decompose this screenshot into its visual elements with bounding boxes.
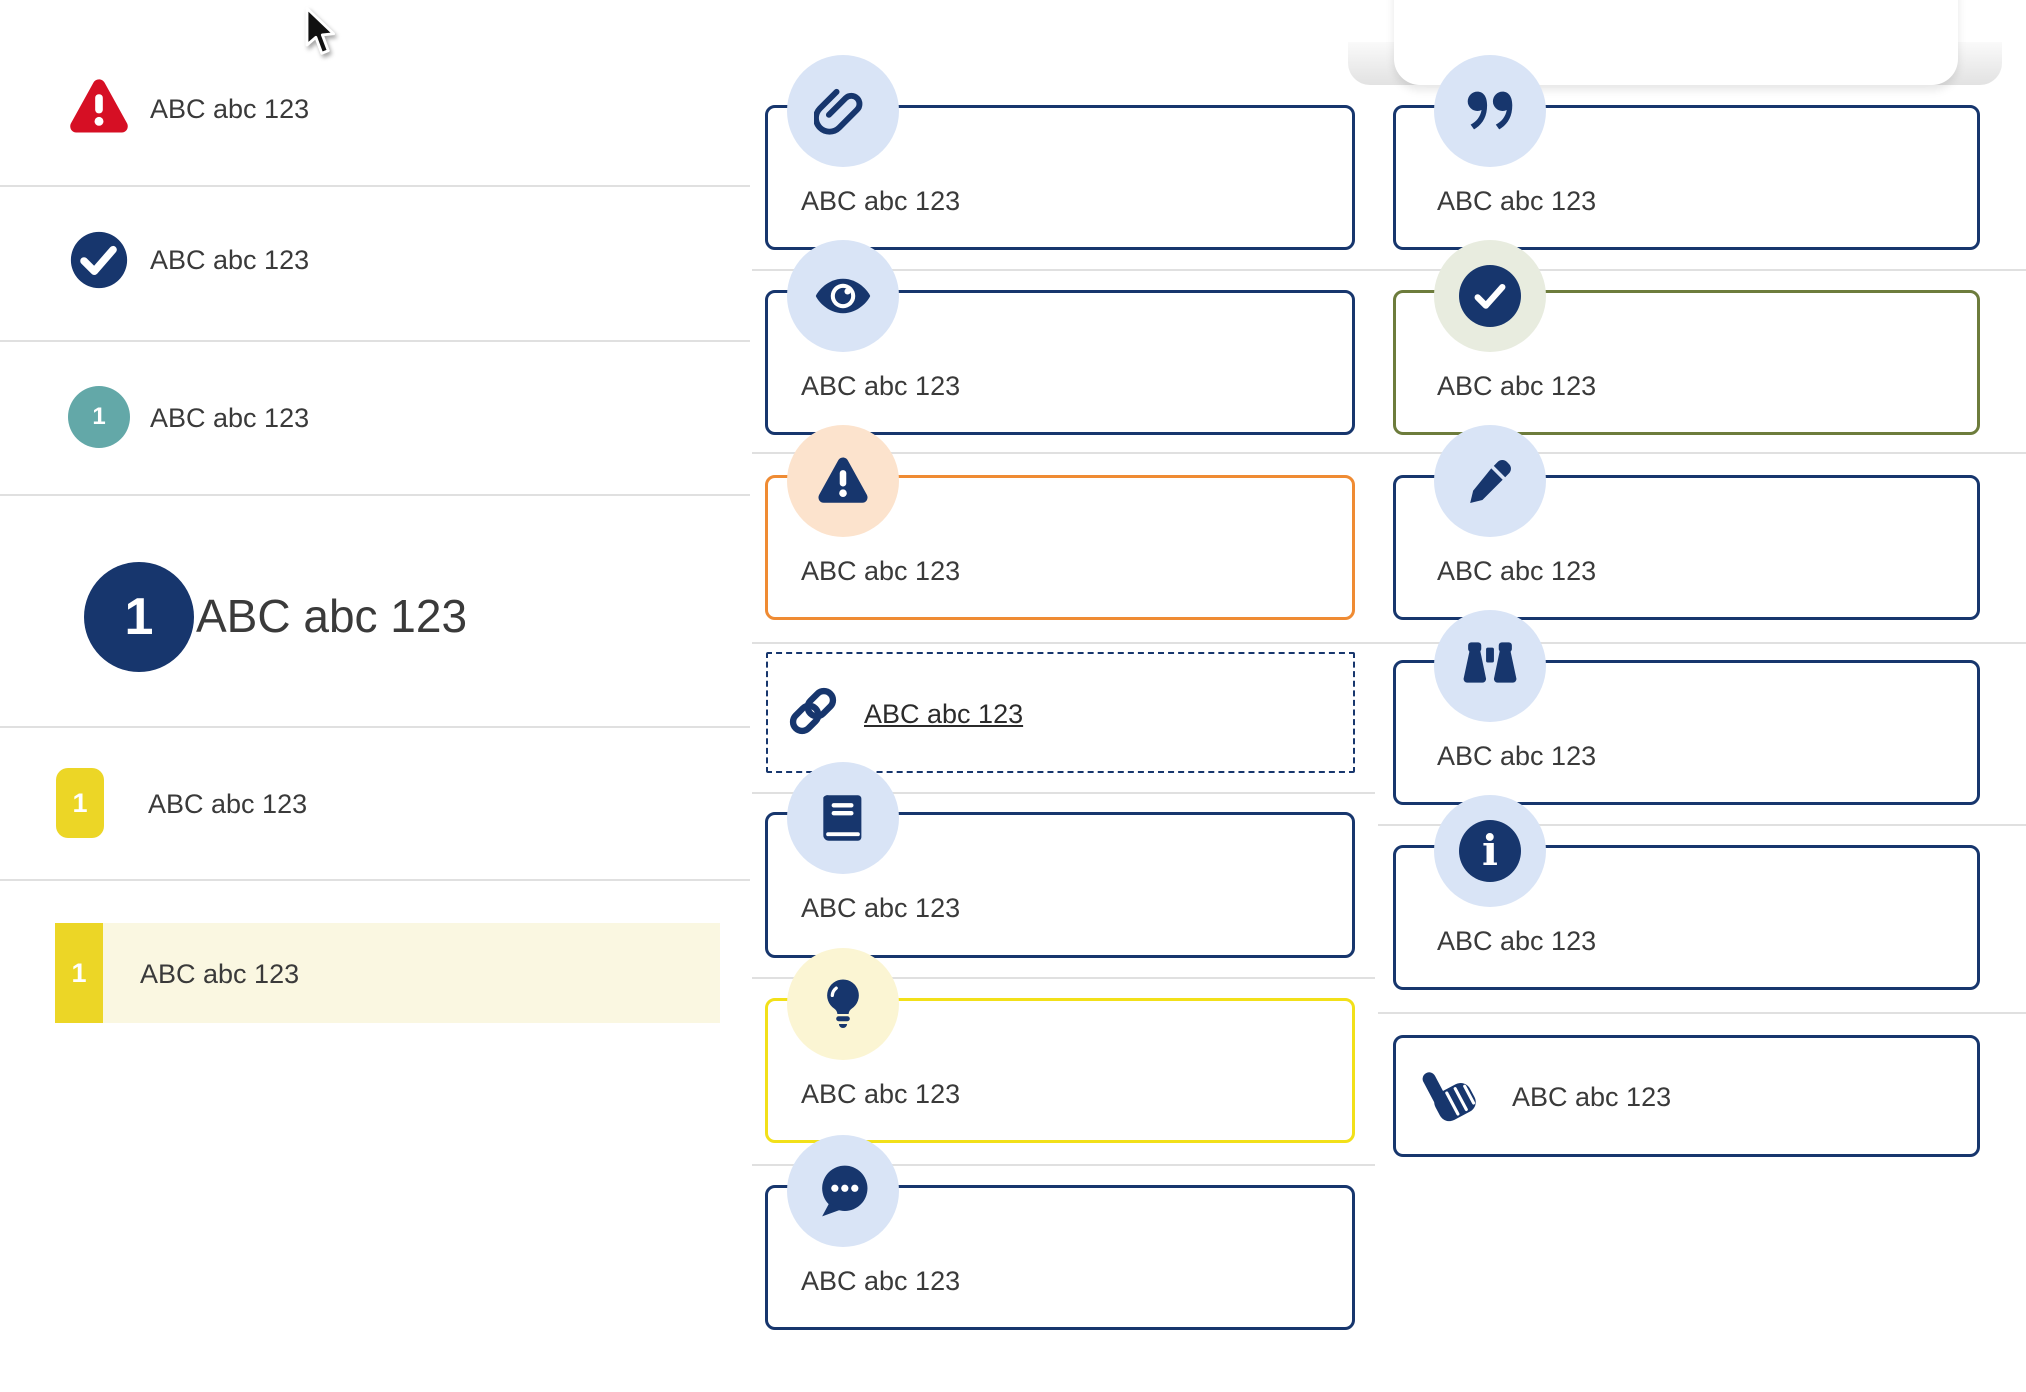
paperclip-icon	[787, 55, 899, 167]
divider	[752, 1164, 1375, 1166]
warning-triangle-icon	[787, 425, 899, 537]
divider	[752, 792, 1375, 794]
callout-label: ABC abc 123	[1437, 556, 1597, 586]
check-circle-icon	[69, 230, 129, 295]
callout-label: ABC abc 123	[801, 371, 961, 401]
callout-book	[765, 812, 1355, 958]
divider	[1378, 1012, 2026, 1014]
divider	[0, 726, 750, 728]
divider	[0, 185, 750, 187]
callout-label: ABC abc 123	[1437, 926, 1597, 956]
divider	[752, 977, 1375, 979]
callout-label: ABC abc 123	[801, 556, 961, 586]
check-circle-icon	[1434, 240, 1546, 352]
callout-label: ABC abc 123	[801, 1266, 961, 1296]
list-item-label: ABC abc 123	[140, 959, 300, 989]
callout-action	[1393, 1035, 1980, 1157]
book-icon	[787, 762, 899, 874]
chat-bubble-icon	[787, 1135, 899, 1247]
info-icon: i	[1434, 795, 1546, 907]
list-item-label: ABC abc 123	[148, 789, 308, 819]
callout-label: ABC abc 123	[801, 186, 961, 216]
binoculars-icon	[1434, 610, 1546, 722]
divider	[752, 642, 2026, 644]
callout-label: ABC abc 123	[801, 893, 961, 923]
number-badge-yellow[interactable]: 1	[56, 768, 104, 838]
lightbulb-icon	[787, 948, 899, 1060]
list-item-label: ABC abc 123	[150, 94, 310, 124]
list-item-label-large: ABC abc 123	[196, 590, 468, 642]
divider	[752, 452, 2026, 454]
mouse-cursor-icon	[303, 6, 337, 63]
callout-attachment	[765, 105, 1355, 250]
divider	[0, 494, 750, 496]
callout-label: ABC abc 123	[1512, 1082, 1672, 1112]
divider	[0, 879, 750, 881]
callout-link	[766, 652, 1355, 773]
eye-icon	[787, 240, 899, 352]
list-item-label: ABC abc 123	[150, 403, 310, 433]
link-icon	[784, 682, 842, 745]
callout-label: ABC abc 123	[1437, 741, 1597, 771]
divider	[1378, 824, 2026, 826]
pencil-icon	[1434, 425, 1546, 537]
list-item-label: ABC abc 123	[150, 245, 310, 275]
number-badge-navy-large: 1	[84, 562, 194, 672]
number-badge-yellow[interactable]: 1	[55, 923, 103, 1023]
divider	[0, 340, 750, 342]
callout-label: ABC abc 123	[1437, 186, 1597, 216]
hand-point-up-icon	[1412, 1056, 1488, 1137]
alert-triangle-icon	[65, 73, 133, 146]
divider	[752, 269, 2026, 271]
quote-icon	[1434, 55, 1546, 167]
callout-label: ABC abc 123	[801, 1079, 961, 1109]
link-label[interactable]: ABC abc 123	[864, 699, 1024, 729]
callout-label: ABC abc 123	[1437, 371, 1597, 401]
number-badge-teal: 1	[68, 386, 130, 448]
footnote-item-highlighted[interactable]: 1 ABC abc 123	[55, 923, 720, 1023]
callout-link-text[interactable]: ABC abc 123	[864, 698, 1023, 730]
